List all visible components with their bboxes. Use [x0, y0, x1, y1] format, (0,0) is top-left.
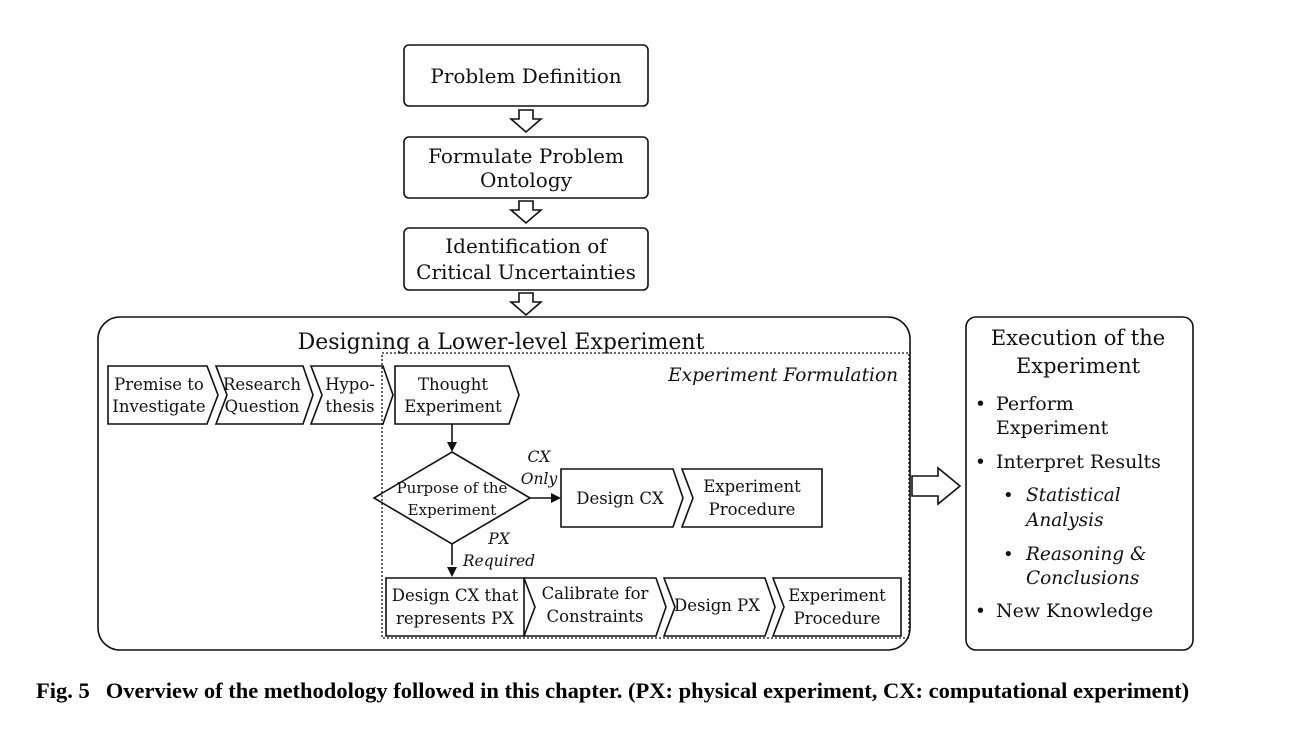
down-arrow-3 — [508, 292, 544, 317]
exp-proc-label-line1: Experiment — [703, 477, 801, 496]
formulation-title: Experiment Formulation — [667, 365, 898, 386]
cx-only-label-line2: Only — [521, 470, 558, 488]
calibrate-label-line1: Calibrate for — [542, 584, 649, 603]
design-cx-px-label-line1: Design CX that — [392, 586, 519, 605]
formulation-box — [381, 352, 910, 639]
exp-proc2-label-line1: Experiment — [788, 586, 886, 605]
design-group-title: Designing a Lower-level Experiment — [298, 330, 705, 355]
experiment-procedure-shape — [680, 468, 823, 528]
premise-shape — [107, 365, 219, 425]
uncertainties-box — [403, 227, 649, 291]
execution-title-line1: Execution of the — [991, 326, 1165, 350]
problem-definition-box — [403, 44, 649, 107]
bullet3-dot: • — [975, 601, 986, 622]
thought-experiment-shape — [394, 365, 520, 425]
bullet2-label: Interpret Results — [996, 451, 1161, 473]
sub1-line2: Analysis — [1024, 510, 1104, 531]
design-cx-label: Design CX — [576, 489, 664, 508]
design-group-box — [97, 316, 911, 651]
premise-label-line1: Premise to — [114, 375, 204, 394]
formulate-label-line2: Ontology — [480, 168, 573, 192]
identification-label-line2: Critical Uncertainties — [416, 260, 636, 284]
research-label-line1: Research — [223, 375, 301, 394]
design-px-label: Design PX — [674, 596, 760, 615]
formulate-ontology-box — [403, 136, 649, 199]
experiment-procedure-2-shape — [771, 577, 902, 637]
bullet2-dot: • — [975, 452, 986, 473]
purpose-label-line1: Purpose of the — [397, 479, 508, 497]
right-arrow — [911, 466, 962, 506]
identification-label-line1: Identification of — [445, 234, 608, 258]
research-label-line2: Question — [225, 397, 300, 416]
down-arrow-1 — [508, 109, 544, 134]
px-required-label-line2: Required — [462, 552, 535, 570]
formulate-label-line1: Formulate Problem — [428, 144, 624, 168]
arrowhead-right-cx — [551, 493, 561, 503]
arrowhead-down-1 — [447, 442, 457, 452]
down-arrow-2 — [508, 200, 544, 225]
exp-proc2-label-line2: Procedure — [794, 609, 881, 628]
execution-title-line2: Experiment — [1016, 354, 1141, 378]
bullet1-line2: Experiment — [996, 417, 1109, 439]
premise-label-line2: Investigate — [112, 397, 205, 416]
figure-caption: Fig. 5 Overview of the methodology follow… — [36, 676, 1266, 706]
sub1-dot: • — [1003, 485, 1014, 506]
bullet1-line1: Perform — [996, 393, 1074, 415]
px-required-label-line1: PX — [487, 530, 510, 548]
calibrate-label-line2: Constraints — [546, 607, 643, 626]
sub2-line1: Reasoning & — [1025, 544, 1146, 565]
problem-definition-label: Problem Definition — [430, 64, 621, 88]
sub2-dot: • — [1003, 544, 1014, 565]
figure-number: Fig. 5 — [36, 678, 90, 703]
thought-label-line1: Thought — [418, 375, 488, 394]
thought-label-line2: Experiment — [404, 397, 502, 416]
bullet3-label: New Knowledge — [996, 600, 1153, 622]
caption-text: Overview of the methodology followed in … — [105, 678, 1190, 703]
research-question-shape — [214, 365, 314, 425]
cx-only-label-line1: CX — [528, 448, 552, 466]
arrowhead-down-2 — [447, 567, 457, 577]
sub1-line1: Statistical — [1026, 485, 1121, 506]
hypothesis-label-line2: thesis — [325, 397, 374, 416]
hypothesis-label-line1: Hypo- — [325, 375, 375, 394]
execution-box — [965, 316, 1194, 651]
purpose-label-line2: Experiment — [408, 501, 497, 519]
design-cx-px-label-line2: represents PX — [396, 609, 514, 628]
calibrate-shape — [522, 577, 667, 637]
bullet1-dot: • — [975, 394, 986, 415]
design-cx-shape — [560, 468, 684, 528]
exp-proc-label-line2: Procedure — [709, 500, 796, 519]
hypothesis-shape — [309, 365, 394, 425]
sub2-line2: Conclusions — [1026, 568, 1139, 589]
design-px-shape — [662, 577, 776, 637]
